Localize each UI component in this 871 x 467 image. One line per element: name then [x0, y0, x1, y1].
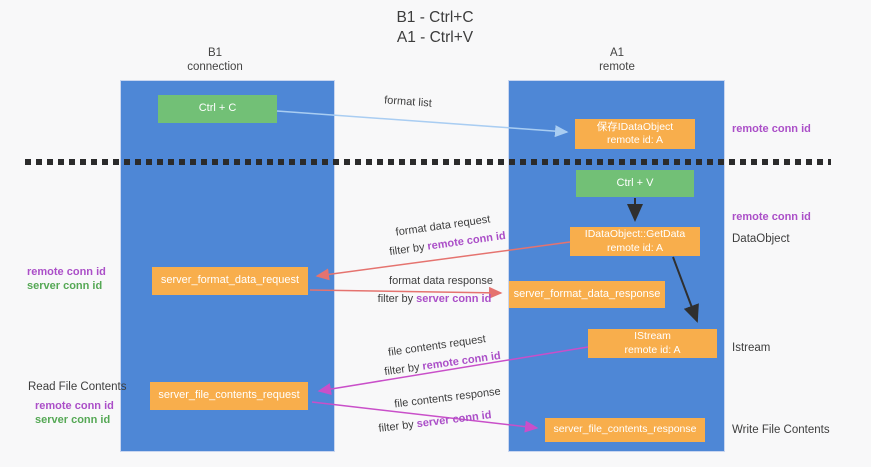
server-format-data-response-box: server_format_data_response [509, 281, 665, 308]
filter-by-text: filter by [377, 293, 414, 305]
left-remote-conn-id-label-1: remote conn id [27, 266, 106, 278]
idataobject-getdata-box: IDataObject::GetData remote id: A [570, 227, 700, 256]
server-file-contents-request-box: server_file_contents_request [150, 382, 308, 410]
title-line-1: B1 - Ctrl+C [396, 9, 474, 26]
filter-by-text: filter by [377, 418, 415, 435]
diagram-title: B1 - Ctrl+C A1 - Ctrl+V [300, 8, 570, 48]
write-file-contents-label: Write File Contents [732, 424, 830, 436]
istream-side-label: Istream [732, 342, 771, 354]
istream-line1: IStream [634, 330, 671, 342]
getdata-line2: remote id: A [606, 241, 664, 254]
format-list-label: format list [383, 94, 433, 110]
phase-separator-dashed-line [25, 159, 831, 165]
read-file-contents-label: Read File Contents [28, 381, 127, 393]
left-column-subtitle: connection [187, 61, 243, 73]
filter-by-text: filter by [383, 361, 421, 379]
right-column-subtitle: remote [599, 61, 635, 73]
left-column-title: B1 [207, 47, 223, 59]
istream-box: IStream remote id: A [588, 329, 717, 358]
ctrl-v-label: Ctrl + V [616, 176, 654, 189]
server-format-data-request-box: server_format_data_request [152, 267, 308, 295]
left-server-conn-id-label-1: server conn id [27, 280, 103, 292]
left-server-conn-id-label-2: server conn id [35, 414, 111, 426]
server-conn-id-text: server conn id [416, 293, 492, 305]
left-remote-conn-id-label-2: remote conn id [35, 400, 114, 412]
ctrl-v-box: Ctrl + V [576, 170, 694, 197]
server-format-data-response-label: server_format_data_response [513, 287, 661, 300]
server-file-contents-response-box: server_file_contents_response [545, 418, 705, 442]
server-file-contents-response-label: server_file_contents_response [553, 423, 697, 436]
right-remote-conn-id-label-2: remote conn id [732, 211, 811, 223]
remote-conn-id-text: remote conn id [421, 349, 502, 373]
istream-line2: remote id: A [624, 343, 681, 356]
remote-conn-id-text: remote conn id [426, 229, 507, 253]
getdata-line1: IDataObject::GetData [584, 228, 686, 240]
server-file-contents-request-label: server_file_contents_request [158, 389, 300, 402]
server-conn-id-text: server conn id [416, 409, 493, 431]
save-idataobject-box: 保存IDataObject remote id: A [575, 119, 695, 149]
filter-by-text: filter by [388, 241, 426, 259]
ctrl-c-label: Ctrl + C [198, 102, 237, 115]
left-column-header: B1 connection [160, 46, 270, 74]
dataobject-label: DataObject [732, 233, 790, 245]
file-contents-response-label: file contents response [393, 385, 502, 411]
right-remote-conn-id-label-1: remote conn id [732, 123, 811, 135]
title-line-2: A1 - Ctrl+V [396, 29, 474, 46]
server-format-data-request-label: server_format_data_request [160, 274, 300, 287]
ctrl-c-box: Ctrl + C [158, 95, 277, 123]
right-column-header: A1 remote [562, 46, 672, 74]
right-column-title: A1 [609, 47, 625, 59]
save-idataobject-line1: 保存IDataObject [596, 120, 674, 133]
save-idataobject-line2: remote id: A [606, 134, 664, 146]
format-data-response-label: format data response [389, 275, 493, 287]
